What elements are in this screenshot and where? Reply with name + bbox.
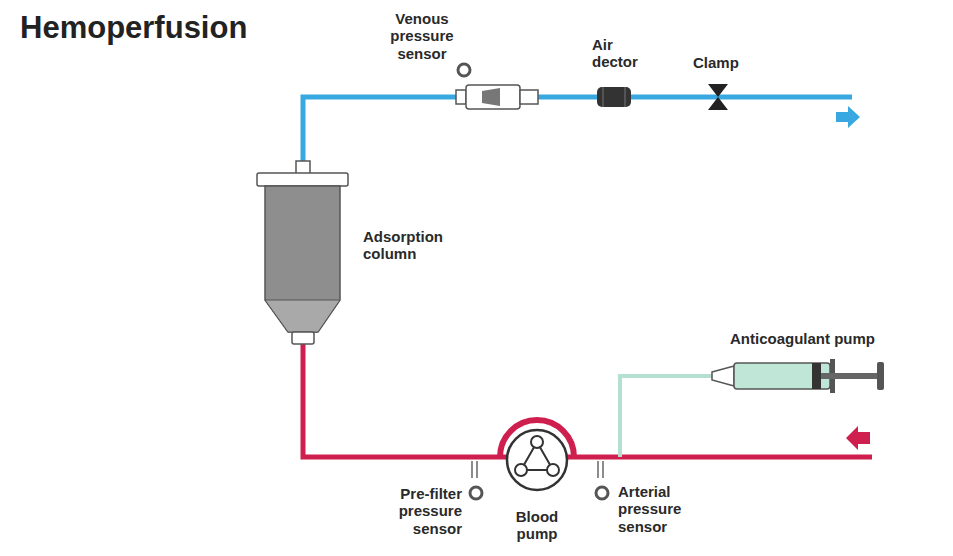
tap-line [476,461,478,478]
pressure-sensor [458,64,470,76]
column-cone [265,300,340,332]
part-label: Pre-filter pressure sensor [372,485,462,537]
flow-arrow [846,426,870,450]
chamber-end [520,90,538,104]
anticoagulant-syringe [712,359,884,393]
part-label: Air dector [592,36,652,71]
column-cap [257,173,348,186]
chamber-end [456,90,466,104]
diagram-title: Hemoperfusion [20,10,247,46]
pump-housing [507,430,567,490]
arterial-tubing [303,343,872,457]
column-nozzle [296,161,310,174]
part-label: Blood pump [505,508,569,543]
drip-chamber [456,85,538,109]
pump-roller [547,464,559,476]
part-label: Clamp [693,54,763,71]
blood-pump [500,420,574,490]
anticoagulant-tubing [620,376,712,457]
chamber-filter [482,88,500,106]
adsorption-column [257,161,348,344]
column-nozzle [292,332,314,344]
tap-line [597,461,599,478]
pressure-sensor [470,487,482,499]
syringe-piston [812,363,821,389]
air-detector [597,87,631,107]
part-label: Venous pressure sensor [383,10,461,62]
clamp-symbol [708,84,728,110]
pump-roller [531,436,543,448]
pressure-sensor [596,487,608,499]
detector-groove [625,87,626,107]
part-label: Arterial pressure sensor [618,483,708,535]
tap-line [602,461,604,478]
chamber-body [466,85,520,109]
syringe-barrel [734,363,830,389]
tap-line [471,461,473,478]
pump-roller [515,464,527,476]
part-label: Anticoagulant pump [730,330,945,347]
part-label: Adsorption column [363,228,473,263]
venous-tubing [303,97,852,165]
syringe-tip [712,366,734,386]
flow-arrow [836,106,860,128]
syringe-rod [821,373,877,379]
syringe-handle [877,362,884,390]
detector-groove [603,87,604,107]
column-body [265,186,340,332]
